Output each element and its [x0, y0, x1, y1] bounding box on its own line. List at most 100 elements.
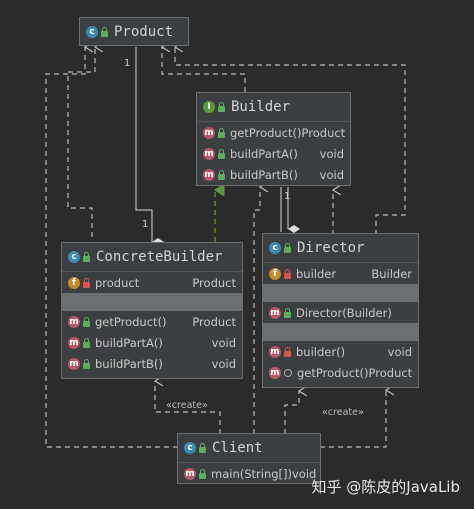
field-name: builder	[296, 266, 337, 281]
method-icon: m	[269, 306, 281, 319]
method-icon: m	[184, 467, 196, 480]
field-icon: f	[269, 267, 281, 280]
compartment-separator	[62, 293, 242, 311]
method-name: buildPartB()	[230, 167, 298, 182]
method-type: void	[387, 344, 412, 359]
class-concrete-builder-header: c ConcreteBuilder	[62, 243, 242, 272]
class-product[interactable]: c Product	[79, 17, 189, 46]
edge-client-create-director	[284, 391, 299, 434]
method-row: m buildPartA() void	[197, 143, 350, 164]
method-icon: m	[269, 366, 281, 379]
method-name: main(String[])	[211, 466, 292, 481]
method-icon: m	[203, 126, 215, 139]
public-lock-icon	[199, 468, 206, 479]
class-client[interactable]: c Client m main(String[]) void	[177, 433, 321, 484]
class-concrete-builder[interactable]: c ConcreteBuilder f product Product m ge…	[61, 242, 243, 379]
edge-client-dep-builder	[253, 187, 260, 434]
method-row: m buildPartB() void	[197, 164, 350, 185]
edge-client-dep-director	[320, 390, 386, 448]
class-icon: c	[269, 242, 281, 254]
method-type: void	[211, 335, 236, 350]
method-row: m buildPartB() void	[62, 353, 242, 374]
create-label-left: «create»	[166, 400, 208, 411]
public-lock-icon	[218, 127, 225, 138]
class-name: Director	[297, 240, 365, 256]
method-type: Product	[301, 125, 346, 140]
public-lock-icon	[218, 102, 225, 112]
constructor-name: Director(Builder)	[296, 305, 392, 320]
class-icon: c	[184, 442, 196, 454]
method-icon: m	[203, 147, 215, 160]
public-lock-icon	[83, 337, 90, 348]
class-name: Client	[212, 440, 263, 456]
method-name: getProduct()	[297, 365, 369, 380]
edge-concrete-to-product	[67, 47, 95, 237]
method-row: m main(String[]) void	[178, 463, 320, 484]
field-row: f product Product	[62, 272, 242, 293]
class-icon: c	[86, 25, 98, 38]
method-icon: m	[68, 336, 80, 349]
class-client-header: c Client	[178, 434, 320, 463]
method-name: buildPartB()	[95, 356, 163, 371]
constructor-row: m Director(Builder)	[263, 302, 418, 323]
compartment-separator	[263, 284, 418, 302]
package-visibility-icon	[284, 368, 292, 377]
method-row: m buildPartA() void	[62, 332, 242, 353]
method-type: void	[319, 167, 344, 182]
method-type: void	[319, 146, 344, 161]
method-name: buildPartA()	[95, 335, 163, 350]
edge-director-to-product	[175, 47, 406, 235]
public-lock-icon	[218, 169, 225, 180]
create-label-right: «create»	[322, 407, 364, 418]
interface-builder[interactable]: I Builder m getProduct() Product m build…	[196, 92, 351, 186]
edge-client-to-product	[45, 47, 178, 448]
method-name: buildPartA()	[230, 146, 298, 161]
interface-icon: I	[203, 101, 215, 113]
public-lock-icon	[83, 316, 90, 327]
public-lock-icon	[101, 26, 108, 37]
method-name: getProduct()	[95, 314, 167, 329]
method-row: m getProduct() Product	[263, 362, 418, 383]
method-type: void	[211, 356, 236, 371]
compartment-separator	[263, 323, 418, 341]
private-lock-icon	[284, 268, 291, 279]
multiplicity-concrete-builder: 1	[142, 219, 149, 230]
method-icon: m	[203, 168, 215, 181]
class-name: Product	[114, 23, 174, 40]
public-lock-icon	[199, 443, 206, 453]
edge-client-create-concrete	[155, 381, 221, 434]
field-type: Builder	[371, 266, 412, 281]
method-type: Product	[368, 365, 413, 380]
method-type: void	[292, 466, 317, 481]
field-row: f builder Builder	[263, 263, 418, 284]
method-icon: m	[269, 345, 281, 358]
class-product-header: c Product	[80, 18, 188, 45]
edge-concrete-composition-product	[135, 47, 164, 246]
interface-builder-header: I Builder	[197, 93, 350, 122]
method-row: m getProduct() Product	[197, 122, 350, 143]
private-lock-icon	[284, 346, 291, 357]
method-icon: m	[68, 357, 80, 370]
class-icon: c	[68, 251, 80, 263]
public-lock-icon	[218, 148, 225, 159]
public-lock-icon	[284, 307, 291, 318]
method-icon: m	[68, 315, 80, 328]
class-name: ConcreteBuilder	[96, 249, 223, 265]
public-lock-icon	[284, 243, 291, 253]
edge-builder-to-product	[162, 47, 246, 92]
field-type: Product	[192, 275, 236, 290]
watermark: 知乎 @陈皮的JavaLib	[311, 478, 461, 496]
field-name: product	[95, 275, 140, 290]
public-lock-icon	[83, 252, 90, 262]
interface-name: Builder	[231, 99, 291, 115]
public-lock-icon	[83, 358, 90, 369]
field-icon: f	[68, 276, 80, 289]
class-director-header: c Director	[263, 234, 418, 263]
private-lock-icon	[83, 277, 90, 288]
method-row: m getProduct() Product	[62, 311, 242, 332]
class-director[interactable]: c Director f builder Builder m Director(…	[262, 233, 419, 388]
method-row: m builder() void	[263, 341, 418, 362]
multiplicity-director: 1	[284, 191, 291, 202]
method-name: builder()	[296, 344, 346, 359]
